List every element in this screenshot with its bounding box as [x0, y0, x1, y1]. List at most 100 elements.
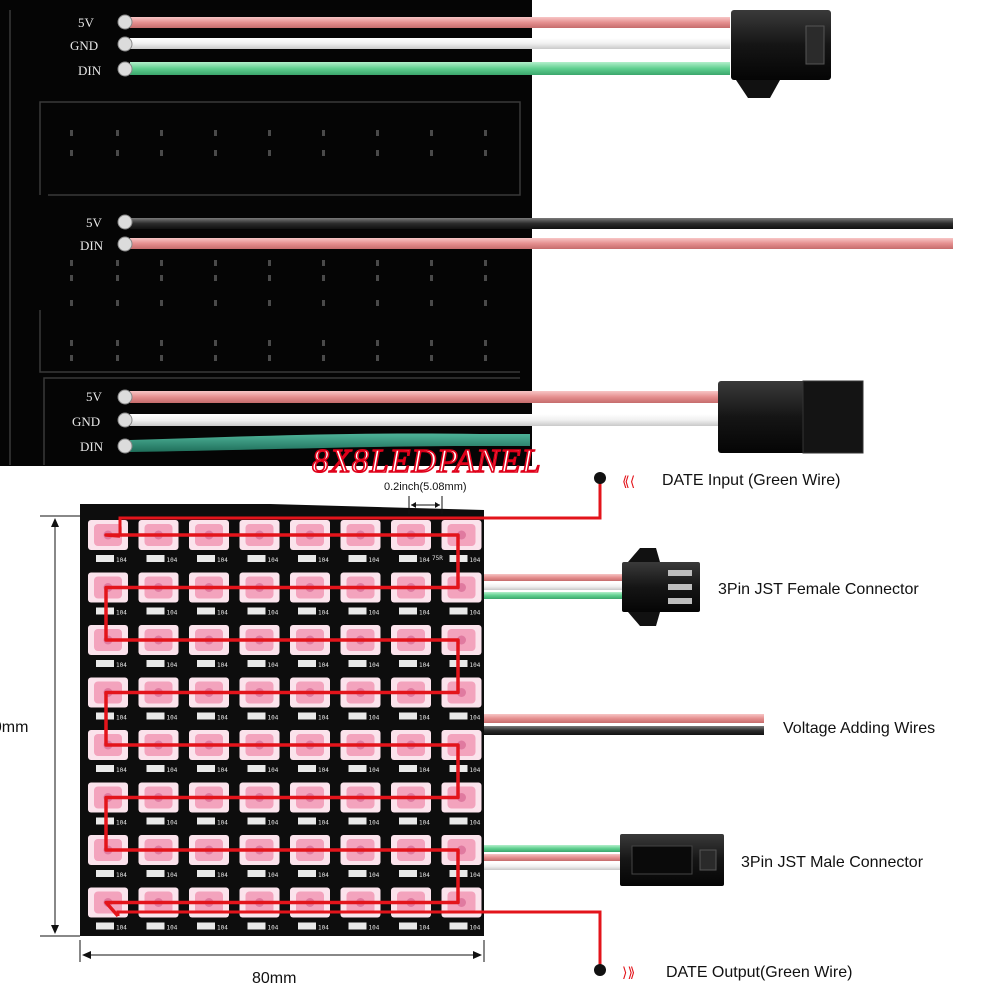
board-component-dot — [214, 150, 217, 156]
wire-din-green — [130, 62, 730, 75]
board-component-dot — [376, 340, 379, 346]
callout-date-output: DATE Output(Green Wire) — [666, 964, 852, 981]
board-component-dot — [70, 300, 73, 306]
board-component-dot — [430, 300, 433, 306]
chip-code-label: 104 — [369, 820, 380, 827]
board-component-dot — [376, 150, 379, 156]
board-component-dot — [322, 340, 325, 346]
chip-code-label: 104 — [470, 872, 481, 879]
board-component-dot — [268, 275, 271, 281]
pin-label-din: DIN — [80, 439, 104, 454]
photo-board-background — [0, 0, 532, 466]
board-traces — [9, 10, 521, 465]
wire-group-1: 5V GND DIN — [70, 10, 831, 98]
chip-code-label: 104 — [318, 557, 329, 564]
board-component-dot — [214, 355, 217, 361]
chip-code-label: 104 — [116, 662, 127, 669]
chip-code-label: 104 — [470, 925, 481, 932]
chip-code-label: 104 — [369, 872, 380, 879]
chip-code-label: 104 — [167, 820, 178, 827]
panel-board-top-edge — [80, 504, 484, 516]
board-component-dot — [214, 300, 217, 306]
product-photo: 5V GND DIN 5V DIN 5V — [0, 0, 953, 466]
wire-5v-red — [130, 391, 730, 403]
board-component-dot — [70, 275, 73, 281]
board-component-dot — [116, 260, 119, 266]
chip-code-label: 104 — [116, 610, 127, 617]
board-component-dot — [268, 260, 271, 266]
resistor-code-label: 75R — [432, 555, 443, 562]
chip-code-label: 104 — [167, 925, 178, 932]
chip-code-label: 104 — [369, 715, 380, 722]
chip-code-label: 104 — [217, 715, 228, 722]
chip-code-label: 104 — [268, 820, 279, 827]
chip-code-label: 104 — [369, 662, 380, 669]
board-component-dot — [116, 275, 119, 281]
jst-female-connector-photo — [731, 10, 831, 98]
chip-code-label: 104 — [369, 925, 380, 932]
chip-code-label: 104 — [369, 610, 380, 617]
board-component-dot — [268, 150, 271, 156]
chip-code-label: 104 — [217, 767, 228, 774]
pin-label-gnd: GND — [72, 414, 100, 429]
chip-code-label: 104 — [167, 872, 178, 879]
board-component-dot — [376, 300, 379, 306]
board-component-dot — [70, 260, 73, 266]
board-component-dot — [484, 130, 487, 136]
chip-code-label: 104 — [217, 557, 228, 564]
chip-code-label: 104 — [167, 610, 178, 617]
jst-female-connector-icon — [622, 548, 700, 626]
board-component-dot — [70, 130, 73, 136]
board-component-dot — [322, 260, 325, 266]
board-component-dot — [430, 275, 433, 281]
board-component-dot — [160, 130, 163, 136]
board-component-dot — [484, 340, 487, 346]
board-component-dot — [160, 340, 163, 346]
board-component-dot — [268, 340, 271, 346]
chip-code-label: 104 — [419, 925, 430, 932]
led-grid: 104 104 104 104 104 104 104 104 104 104 104 104 104 1… — [88, 520, 482, 932]
chip-code-label: 104 — [167, 767, 178, 774]
width-dimension: 80mm — [79, 940, 485, 987]
chip-code-label: 104 — [116, 872, 127, 879]
board-component-dot — [160, 260, 163, 266]
board-component-dot — [70, 355, 73, 361]
chip-code-label: 104 — [268, 872, 279, 879]
chip-code-label: 104 — [268, 557, 279, 564]
wire-5v-red — [130, 17, 730, 28]
board-component-dot — [116, 340, 119, 346]
board-component-dot — [484, 300, 487, 306]
board-component-dot — [322, 130, 325, 136]
chip-code-label: 104 — [419, 610, 430, 617]
pitch-label: 0.2inch(5.08mm) — [384, 481, 467, 493]
chip-code-label: 104 — [268, 662, 279, 669]
wire-gnd-white — [130, 414, 730, 426]
data-path-trace — [104, 533, 460, 918]
chip-code-label: 104 — [470, 820, 481, 827]
board-component-dot — [322, 150, 325, 156]
pin-label-5v: 5V — [78, 15, 95, 30]
chip-code-label: 104 — [419, 715, 430, 722]
board-component-dot — [430, 355, 433, 361]
board-component-dot — [160, 275, 163, 281]
chip-code-label: 104 — [116, 715, 127, 722]
male-connector-wires: 3Pin JST Male Connector — [484, 834, 924, 886]
chip-code-label: 104 — [167, 715, 178, 722]
board-component-dot — [214, 130, 217, 136]
solder-pads — [117, 389, 133, 454]
pin-label-5v: 5V — [86, 389, 103, 404]
wire-group-2: 5V DIN — [80, 214, 953, 253]
chip-code-label: 104 — [419, 767, 430, 774]
callout-date-input: DATE Input (Green Wire) — [662, 472, 840, 489]
board-component-dot — [116, 300, 119, 306]
board-component-dot — [430, 340, 433, 346]
data-input-line: ⟪⟨ DATE Input (Green Wire) — [118, 472, 840, 536]
board-component-dots — [70, 130, 487, 361]
wire-5v-black — [130, 218, 953, 229]
board-component-dot — [376, 275, 379, 281]
board-component-dot — [484, 150, 487, 156]
chip-code-label: 104 — [217, 662, 228, 669]
pin-label-5v: 5V — [86, 215, 103, 230]
chip-code-label: 104 — [470, 557, 481, 564]
